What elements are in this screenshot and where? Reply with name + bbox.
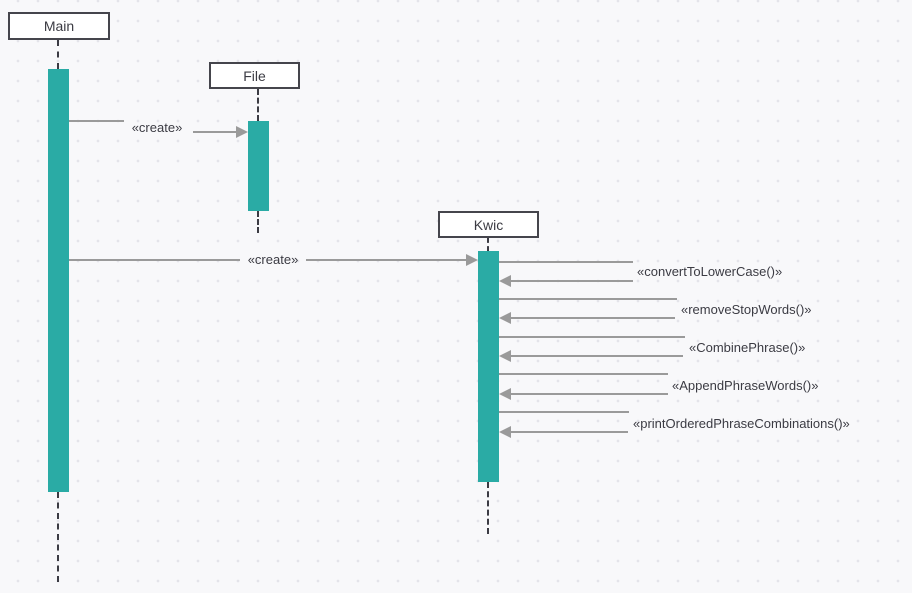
message-line bbox=[69, 120, 124, 122]
lifeline-main-bottom bbox=[57, 492, 59, 582]
lifeline-kwic-top bbox=[487, 238, 489, 251]
message-line bbox=[193, 131, 237, 133]
message-line bbox=[511, 280, 633, 282]
actor-label-main: Main bbox=[43, 18, 75, 34]
arrowhead-left bbox=[499, 275, 511, 287]
arrowhead-left bbox=[499, 312, 511, 324]
arrowhead-left bbox=[499, 426, 511, 438]
arrowhead-left bbox=[499, 350, 511, 362]
activation-bar-main[interactable] bbox=[48, 69, 69, 492]
message-label: «convertToLowerCase()» bbox=[637, 264, 783, 279]
message-label: «create» bbox=[247, 252, 299, 267]
message-line bbox=[69, 259, 240, 261]
message-line bbox=[511, 431, 628, 433]
actor-label-file: File bbox=[243, 67, 266, 84]
actor-box-file[interactable]: File bbox=[209, 62, 300, 89]
lifeline-main-top bbox=[57, 40, 59, 69]
actor-box-kwic[interactable]: Kwic bbox=[438, 211, 539, 238]
message-label: «CombinePhrase()» bbox=[689, 340, 806, 355]
message-line bbox=[499, 298, 677, 300]
message-label: «AppendPhraseWords()» bbox=[672, 378, 819, 393]
message-line bbox=[511, 317, 675, 319]
arrowhead-left bbox=[499, 388, 511, 400]
lifeline-file-top bbox=[257, 89, 259, 121]
message-label: «removeStopWords()» bbox=[681, 302, 812, 317]
message-line bbox=[499, 411, 629, 413]
actor-box-main[interactable]: Main bbox=[8, 12, 110, 40]
message-line bbox=[511, 393, 668, 395]
message-line bbox=[511, 355, 683, 357]
actor-label-kwic: Kwic bbox=[473, 216, 504, 233]
message-line bbox=[499, 373, 668, 375]
message-line bbox=[306, 259, 467, 261]
message-line bbox=[499, 261, 633, 263]
lifeline-file-bottom bbox=[257, 211, 259, 233]
lifeline-kwic-bottom bbox=[487, 482, 489, 534]
arrowhead-right bbox=[236, 126, 248, 138]
activation-bar-kwic[interactable] bbox=[478, 251, 499, 482]
activation-bar-file[interactable] bbox=[248, 121, 269, 211]
message-label: «printOrderedPhraseCombinations()» bbox=[633, 416, 850, 431]
message-label: «create» bbox=[131, 120, 183, 135]
message-line bbox=[499, 336, 685, 338]
arrowhead-right bbox=[466, 254, 478, 266]
